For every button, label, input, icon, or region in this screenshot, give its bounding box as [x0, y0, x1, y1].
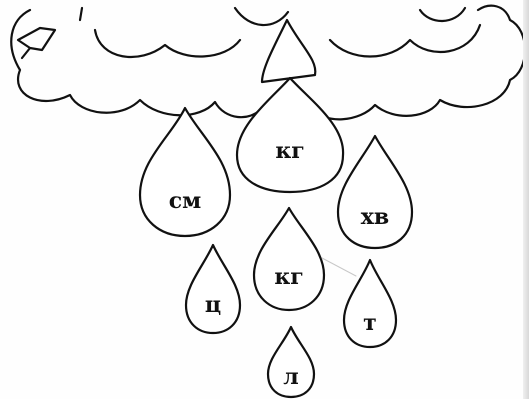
cloud-fold [16, 26, 57, 52]
cloud-outline [10, 8, 264, 119]
cloud-outline-right [308, 4, 527, 121]
drop-small-left-shape [184, 243, 242, 335]
drop-mid-label: кг [274, 264, 303, 290]
cloud-tick [78, 6, 84, 22]
drop-small-right-label: т [363, 310, 377, 336]
cloud-inner-curve [93, 28, 242, 59]
cloud-inner-curve-2 [233, 6, 290, 27]
stray-line [321, 257, 357, 277]
drop-right-shape [336, 134, 414, 250]
drop-small-right-shape [342, 258, 398, 349]
drop-small-left-label: ц [205, 292, 221, 318]
drop-big-center-shape [260, 18, 317, 84]
cloud-inner-curve-4 [418, 6, 467, 23]
drop-left-label: см [169, 188, 202, 214]
drop-bottom-label: л [283, 364, 299, 390]
drop-big-center-label: кг [275, 138, 304, 164]
drop-right-label: хв [361, 204, 389, 230]
cloud-inner-curve-3 [328, 23, 482, 58]
drop-big-center-body [235, 76, 345, 194]
drop-bottom-shape [266, 325, 316, 399]
drop-left-shape [138, 106, 232, 238]
drop-mid-shape [252, 206, 326, 312]
cloud-fold-line [20, 46, 32, 60]
page-edge-shadow [523, 0, 529, 399]
